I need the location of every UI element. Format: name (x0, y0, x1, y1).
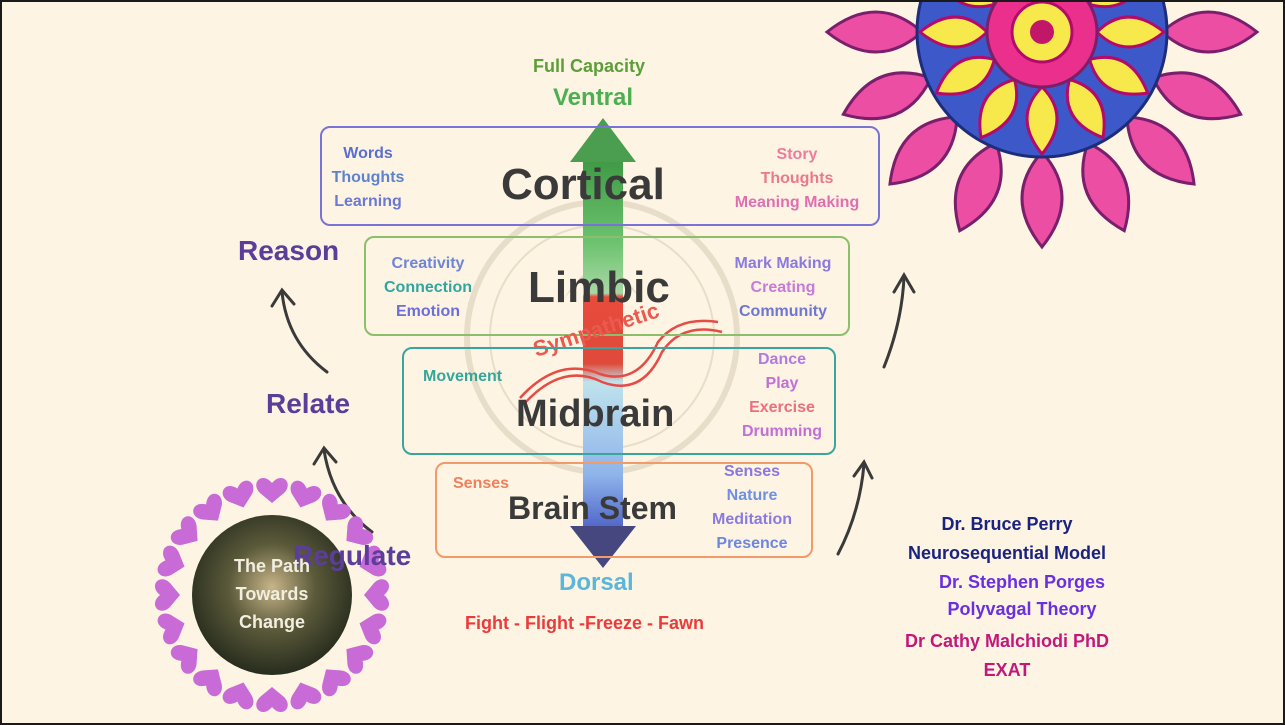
cortical-left-list: Words Thoughts Learning (328, 142, 408, 214)
midbrain-layer-box (402, 347, 836, 455)
credit-perry-name: Dr. Bruce Perry (941, 514, 1073, 534)
credits-block: Dr. Bruce Perry Neurosequential Model Dr… (882, 510, 1132, 685)
limbic-title: Limbic (528, 263, 670, 312)
path-badge-line: The Path (233, 556, 310, 576)
list-item: Meaning Making (734, 194, 860, 211)
stage-regulate: Regulate (293, 540, 412, 571)
heart-ring (154, 477, 390, 713)
brainstem-layer-box (435, 462, 813, 558)
limbic-layer-box (364, 236, 850, 336)
list-item: Movement (423, 368, 503, 385)
list-item: Play (765, 375, 799, 392)
list-item: Learning (334, 193, 402, 210)
list-item: Words (343, 145, 393, 162)
cortical-right-list: Story Thoughts Meaning Making (722, 143, 872, 215)
list-item: Emotion (396, 303, 460, 320)
list-item: Dance (757, 351, 807, 368)
midbrain-title: Midbrain (516, 393, 675, 435)
stage-relate: Relate (266, 388, 351, 419)
brainstem-right-list: Senses Nature Meditation Presence (708, 460, 796, 556)
credit-porges-name: Dr. Stephen Porges (938, 572, 1106, 592)
midbrain-left-list: Movement (423, 365, 502, 389)
brainstem-title: Brain Stem (508, 490, 677, 526)
list-item: Nature (726, 487, 778, 504)
list-item: Presence (716, 535, 788, 552)
dorsal-label: Dorsal (559, 569, 634, 596)
list-item: Connection (384, 279, 472, 296)
stage-reason: Reason (238, 235, 340, 266)
ventral-label: Ventral (553, 84, 634, 111)
cortical-title: Cortical (501, 160, 665, 209)
list-item: Story (776, 146, 818, 163)
list-item: Exercise (749, 399, 815, 416)
full-capacity-label: Full Capacity (533, 56, 646, 76)
credit-porges-theory: Polyvagal Theory (947, 599, 1097, 619)
stage-arrows-right (836, 272, 916, 556)
response-label: Fight - Flight -Freeze - Fawn (465, 613, 704, 633)
list-item: Senses (723, 463, 781, 480)
midbrain-right-list: Dance Play Exercise Drumming (738, 348, 826, 444)
path-badge-line: Change (238, 612, 305, 632)
list-item: Senses (453, 475, 510, 492)
credit-malchiodi-org: EXAT (983, 660, 1031, 680)
brainstem-left-list: Senses (453, 472, 509, 496)
path-badge-line: Towards (235, 584, 309, 604)
list-item: Creating (750, 279, 816, 296)
sympathetic-wave (519, 319, 723, 405)
list-item: Thoughts (331, 169, 405, 186)
credit-malchiodi-name: Dr Cathy Malchiodi PhD (904, 631, 1110, 651)
list-item: Meditation (712, 511, 792, 528)
list-item: Community (739, 303, 827, 320)
cortical-layer-box (320, 126, 880, 226)
credit-perry-model: Neurosequential Model (907, 543, 1107, 563)
limbic-right-list: Mark Making Creating Community (728, 252, 838, 324)
mandala-decoration (825, 2, 1259, 249)
list-item: Creativity (391, 255, 465, 272)
limbic-left-list: Creativity Connection Emotion (376, 252, 480, 324)
list-item: Drumming (742, 423, 822, 440)
central-arrow (570, 118, 636, 568)
list-item: Thoughts (760, 170, 834, 187)
list-item: Mark Making (734, 255, 832, 272)
path-badge-text: The Path Towards Change (212, 552, 332, 636)
stage-arrows-left (270, 287, 374, 534)
